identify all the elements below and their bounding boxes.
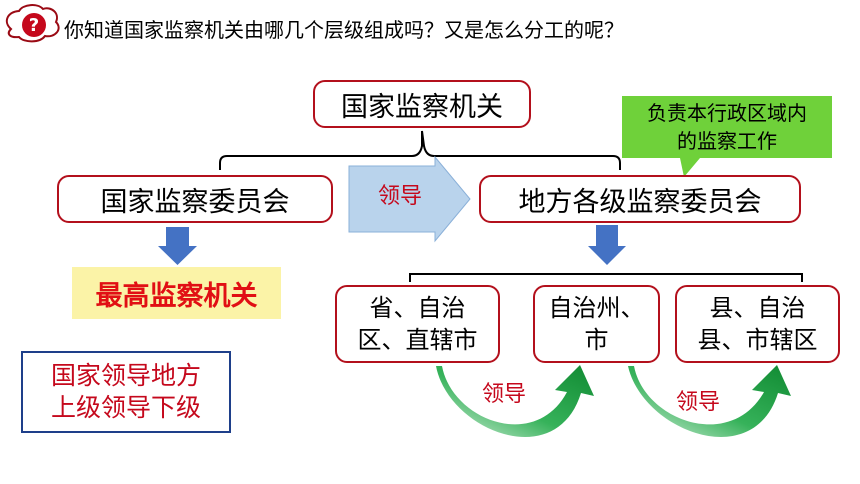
highest-label-text: 最高监察机关 (95, 280, 258, 312)
county-level-box: 县、自治 县、市辖区 (675, 285, 840, 363)
leadership-principle-box: 国家领导地方 上级领导下级 (21, 351, 231, 433)
down-arrow-left (158, 227, 197, 265)
callout-text: 负责本行政区域内 的监察工作 (622, 96, 832, 158)
lead-label-mid: 领导 (377, 184, 422, 209)
county-line-1: 县、自治 (709, 293, 806, 322)
lead-arrow (348, 155, 471, 243)
callout-line-2: 的监察工作 (677, 129, 777, 153)
question-text: 你知道国家监察机关由哪几个层级组成吗？又是怎么分工的呢？ (64, 18, 624, 42)
province-level-box: 省、自治 区、直辖市 (335, 285, 500, 363)
national-box-label: 国家监察委员会 (100, 186, 290, 218)
county-line-2: 县、市辖区 (697, 326, 818, 354)
down-arrow-right (588, 225, 626, 265)
prefecture-line-2: 市 (584, 326, 609, 354)
prefecture-level-box: 自治州、 市 (533, 285, 660, 363)
province-line-1: 省、自治 (369, 293, 466, 322)
local-supervisory-commissions-box: 地方各级监察委员会 (479, 175, 801, 223)
principle-line-1: 国家领导地方 (50, 360, 201, 390)
province-line-2: 区、直辖市 (357, 326, 478, 354)
lead-label-left: 领导 (482, 382, 527, 407)
question-mark-icon: ? (5, 4, 60, 43)
lead-label-right: 领导 (676, 390, 721, 415)
levels-bracket (409, 273, 803, 282)
prefecture-line-1: 自治州、 (548, 293, 645, 322)
local-box-label: 地方各级监察委员会 (518, 186, 762, 218)
curved-arrow-left (436, 365, 594, 437)
root-box-label: 国家监察机关 (341, 91, 503, 123)
callout-bubble (622, 96, 832, 177)
national-supervisory-commission-box: 国家监察委员会 (57, 175, 333, 223)
root-box-national-supervisory-organs: 国家监察机关 (313, 80, 531, 128)
question-glyph: ? (29, 15, 39, 36)
highest-supervisory-organ-label: 最高监察机关 (72, 267, 281, 319)
callout-line-1: 负责本行政区域内 (647, 101, 807, 125)
curved-arrow-right (628, 365, 791, 437)
top-brace (219, 130, 621, 170)
principle-line-2: 上级领导下级 (50, 393, 201, 422)
